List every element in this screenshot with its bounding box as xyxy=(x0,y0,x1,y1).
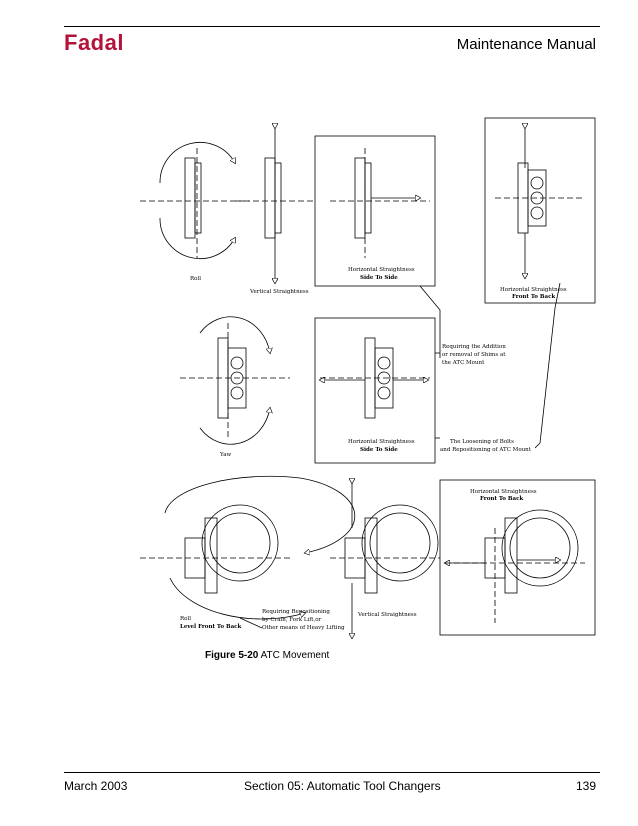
label-front-1: Front To Back xyxy=(512,294,555,300)
footer-date: March 2003 xyxy=(64,779,128,793)
label-side-2: Side To Side xyxy=(360,447,398,453)
label-crane-3: Other means of Heavy Lifting xyxy=(262,625,345,631)
side-view-1 xyxy=(330,148,430,258)
document-title: Maintenance Manual xyxy=(456,36,596,53)
side-view-2 xyxy=(320,337,430,419)
front-to-back-box-1 xyxy=(484,117,596,304)
roll-view-2 xyxy=(140,475,356,620)
vertical-view-2 xyxy=(330,483,440,638)
label-bolts-1: The Loosening of Bolts xyxy=(450,439,514,445)
figure-number: Figure 5-20 xyxy=(205,650,259,661)
front-view-1 xyxy=(495,128,585,278)
footer-section: Section 05: Automatic Tool Changers xyxy=(244,779,441,793)
atc-diagram: Roll Vertical Straightness Horizontal St… xyxy=(140,117,596,648)
label-yaw: Yaw xyxy=(219,452,231,458)
label-horizontal-3: Horizontal Straightness xyxy=(348,439,415,445)
label-roll-2: Roll xyxy=(180,616,191,622)
brand-logo: Fadal xyxy=(64,30,124,55)
label-crane-1: Requiring Repositioning xyxy=(262,609,330,615)
side-to-side-box-1 xyxy=(314,135,436,287)
page-number: 139 xyxy=(575,779,596,793)
label-shims-1: Requiring the Addition xyxy=(442,344,506,350)
label-crane-2: by Crain, Fork Lift,or xyxy=(262,617,322,623)
label-vertical-1: Vertical Straightness xyxy=(249,289,309,295)
label-roll-level: Level Front To Back xyxy=(180,624,242,630)
front-view-2 xyxy=(445,509,585,623)
label-horizontal-1: Horizontal Straightness xyxy=(348,267,415,273)
atc-movement-figure: Roll Vertical Straightness Horizontal St… xyxy=(140,108,600,648)
label-shims-2: or removal of Shims at xyxy=(442,352,506,358)
label-horizontal-2: Horizontal Straightness xyxy=(500,287,567,293)
label-shims-3: the ATC Mount xyxy=(442,360,485,366)
header-rule xyxy=(64,26,600,27)
label-vertical-2: Vertical Straightness xyxy=(357,612,417,618)
label-roll-1: Roll xyxy=(190,276,201,282)
roll-view-1 xyxy=(140,142,250,259)
label-horizontal-4: Horizontal Straightness xyxy=(470,489,537,495)
figure-title: ATC Movement xyxy=(260,650,330,661)
side-to-side-box-2 xyxy=(314,317,436,464)
footer-rule xyxy=(64,772,600,773)
label-side-1: Side To Side xyxy=(360,275,398,281)
front-to-back-box-2 xyxy=(439,479,596,636)
label-bolts-2: and Repositioning of ATC Mount xyxy=(440,447,532,453)
vertical-view-1 xyxy=(235,128,315,283)
figure-caption: Figure 5-20 ATC Movement xyxy=(205,650,329,661)
label-front-2: Front To Back xyxy=(480,496,523,502)
yaw-view xyxy=(180,316,290,445)
